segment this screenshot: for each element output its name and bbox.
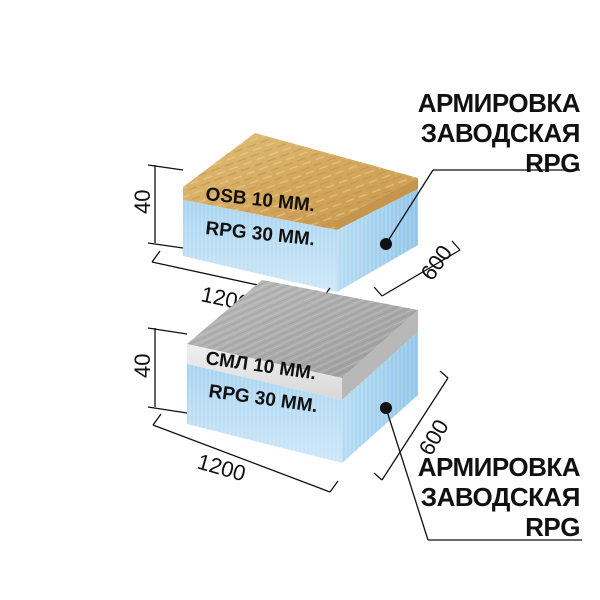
top-panel-osb-side <box>337 178 418 230</box>
callout-bottom-line3: RPG <box>525 512 580 542</box>
callout-bottom: АРМИРОВКА ЗАВОДСКАЯ RPG <box>417 452 581 542</box>
bottom-panel-width-dimension <box>373 370 449 481</box>
callout-top-line3: RPG <box>525 148 580 178</box>
callout-bottom-line1: АРМИРОВКА <box>417 452 581 482</box>
bottom-panel-sml-side <box>342 310 418 400</box>
callout-top-line2: ЗАВОДСКАЯ <box>420 118 581 148</box>
top-panel-width-label: 600 <box>416 240 458 284</box>
top-panel-height-label: 40 <box>130 190 155 214</box>
top-panel-height-dimension <box>147 164 184 249</box>
bottom-panel-height-label: 40 <box>130 354 155 378</box>
top-panel-width-dimension <box>373 240 461 297</box>
bottom-panel-length-dimension <box>152 413 339 493</box>
callout-bottom-line2: ЗАВОДСКАЯ <box>420 482 581 512</box>
bottom-callout-leader <box>380 402 582 541</box>
bottom-panel-sml-front <box>187 344 342 400</box>
callout-top-line1: АРМИРОВКА <box>417 88 581 118</box>
bottom-panel-length-label: 1200 <box>195 449 249 487</box>
top-panel <box>183 133 418 292</box>
top-callout-leader <box>380 169 580 250</box>
bottom-panel-height-dimension <box>147 327 188 414</box>
bottom-panel <box>187 280 418 463</box>
callout-top: АРМИРОВКА ЗАВОДСКАЯ RPG <box>417 88 581 178</box>
